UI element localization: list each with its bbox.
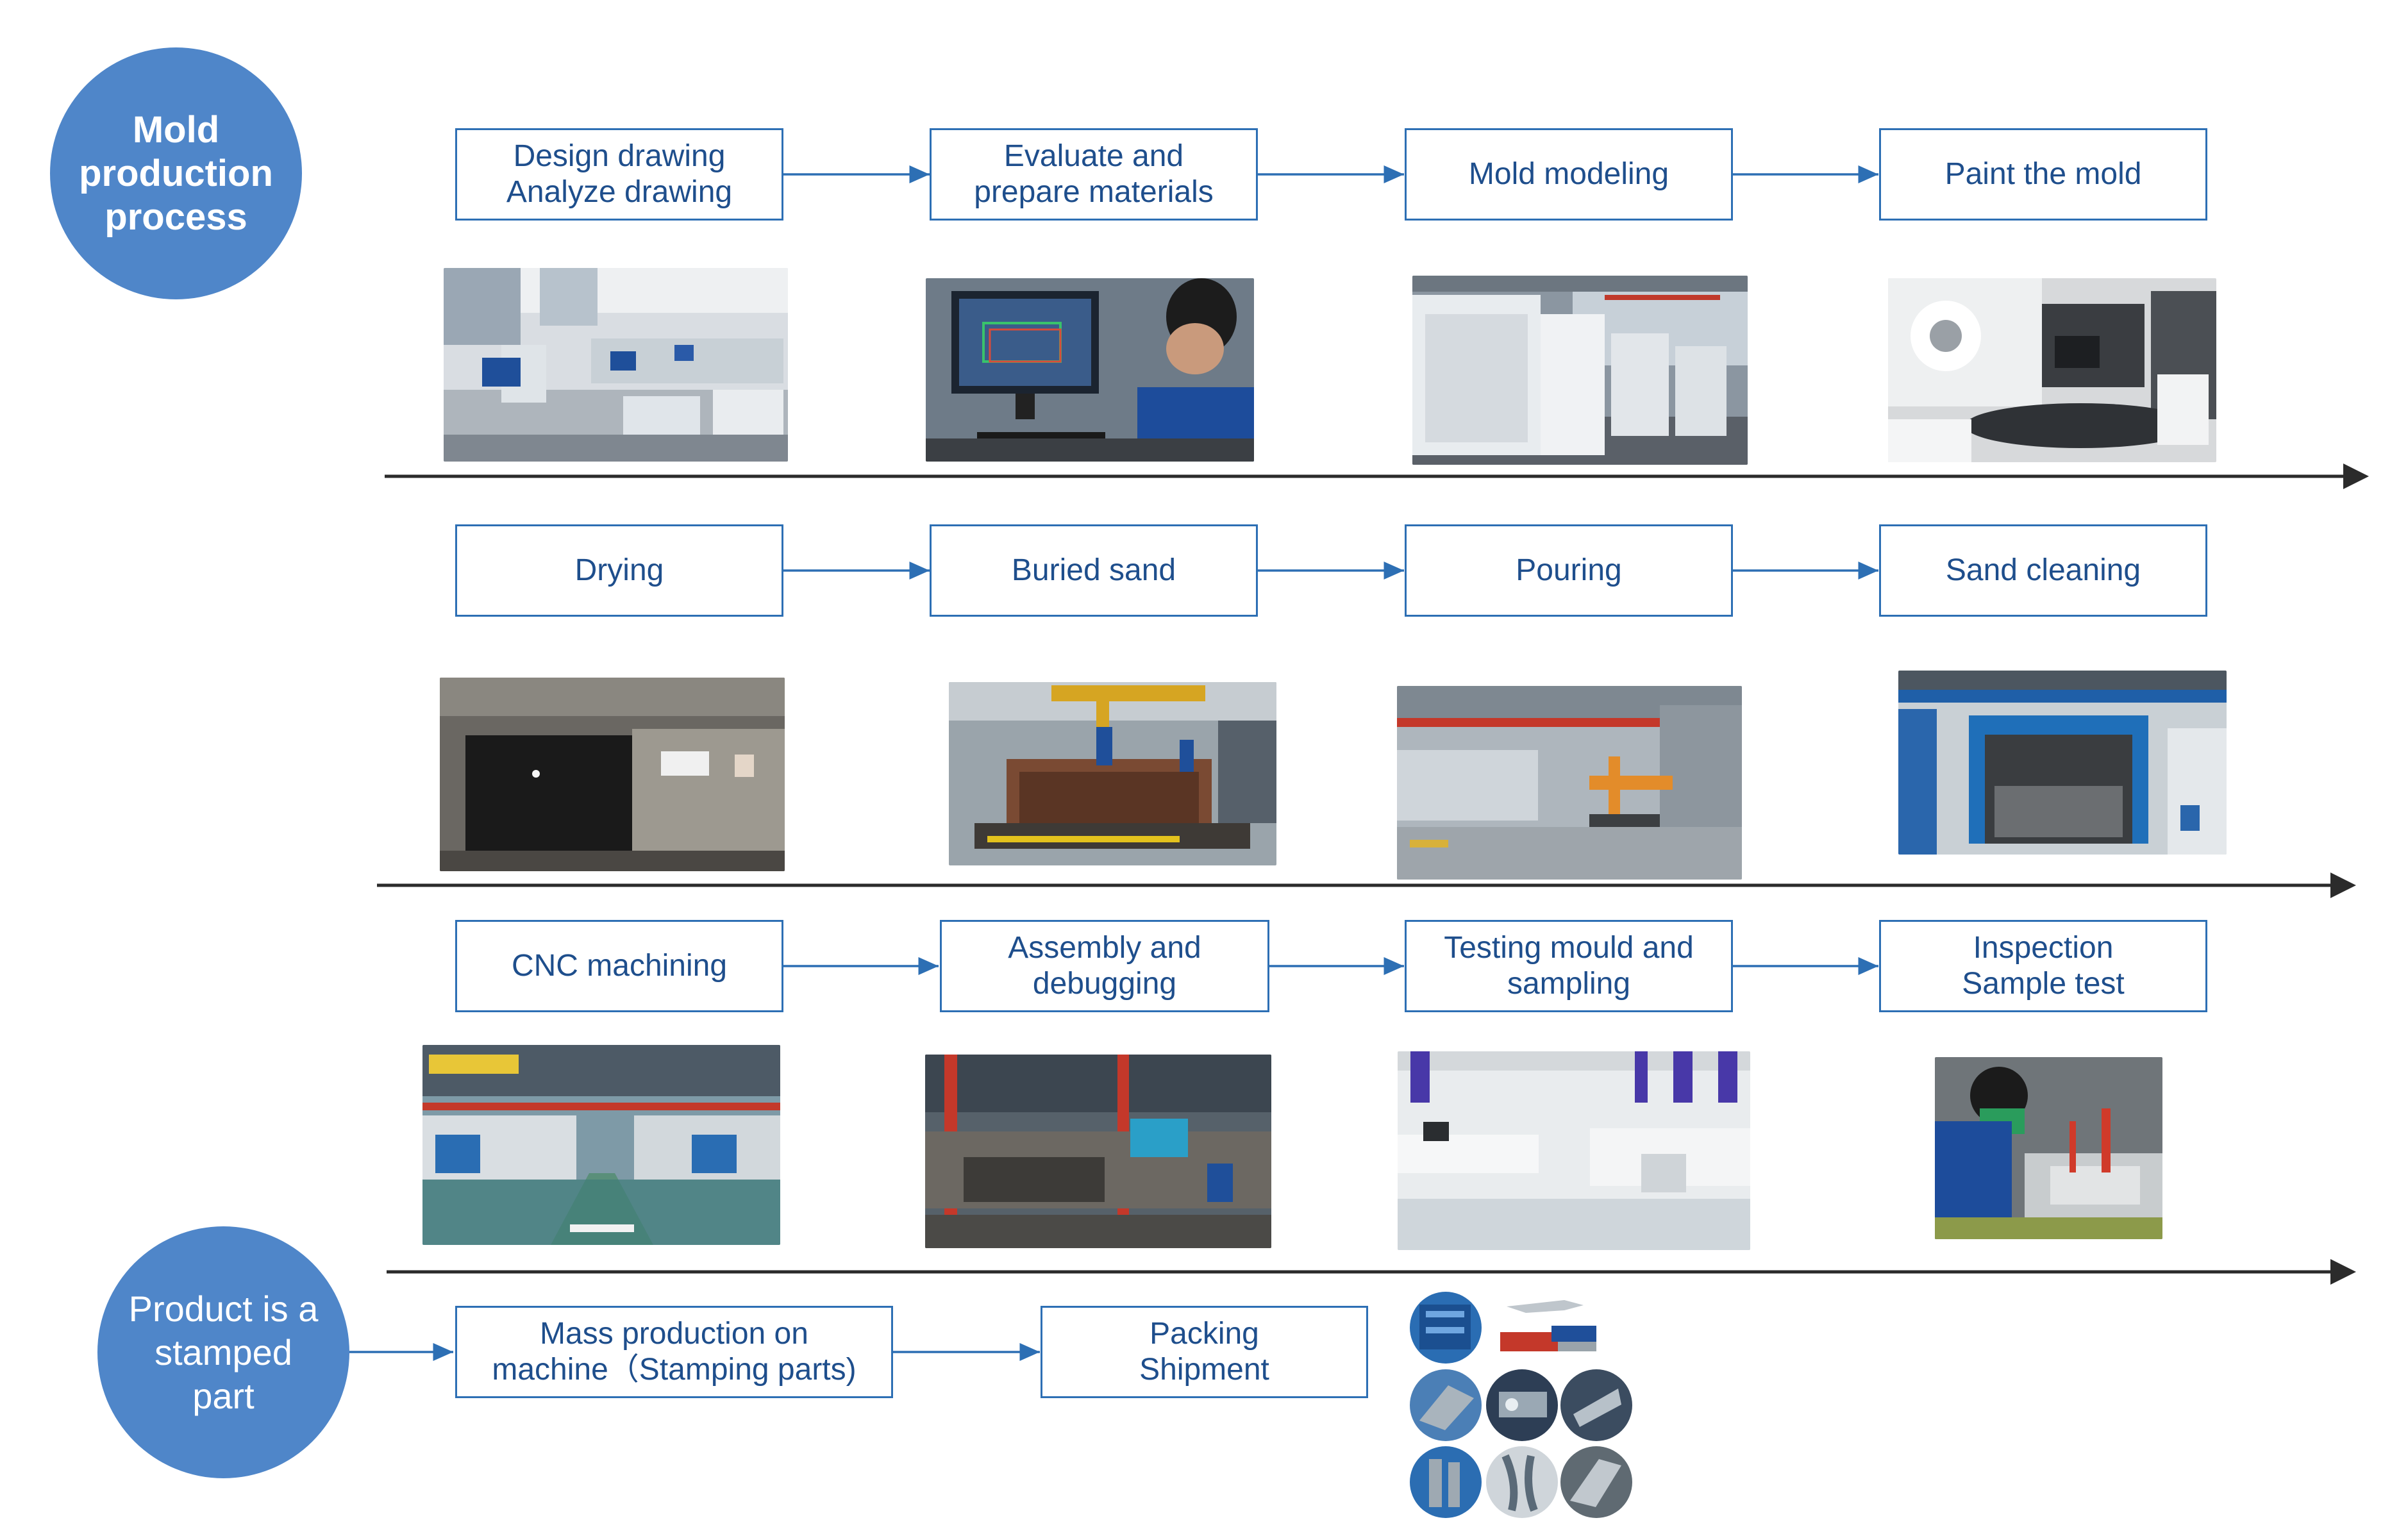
step-box: Drying: [455, 524, 783, 617]
step-label: Inspection Sample test: [1962, 931, 2125, 1001]
thumb-stamped-part-5: [1486, 1446, 1558, 1518]
step-box: CNC machining: [455, 920, 783, 1012]
step-label: Mold modeling: [1468, 157, 1669, 191]
thumb-stamped-part-4: [1410, 1446, 1482, 1518]
step-box: Buried sand: [930, 524, 1258, 617]
thumb-stamped-part-1: [1410, 1369, 1482, 1441]
step-label: Drying: [574, 553, 664, 587]
step-label: Paint the mold: [1944, 157, 2142, 191]
step-label: Evaluate and prepare materials: [974, 139, 1214, 209]
photo-pouring-workshop: [1397, 686, 1742, 880]
photo-testing-lab: [1398, 1051, 1750, 1250]
thumb-stamped-part-2: [1486, 1369, 1558, 1441]
step-label: Design drawing Analyze drawing: [506, 139, 733, 209]
step-label: Packing Shipment: [1139, 1317, 1269, 1387]
thumb-stamped-part-3: [1560, 1369, 1632, 1441]
step-box: Mass production on machine（Stamping part…: [455, 1306, 893, 1398]
photo-assembly-floor: [925, 1055, 1271, 1248]
end-node-label: Product is a stamped part: [128, 1288, 319, 1416]
thumb-stamped-part-6: [1560, 1446, 1632, 1518]
photo-cnc-workshop: [422, 1045, 780, 1245]
step-box: Assembly and debugging: [940, 920, 1269, 1012]
step-box: Sand cleaning: [1879, 524, 2207, 617]
end-node: Product is a stamped part: [97, 1226, 349, 1478]
photo-painted-foam-mold: [1888, 278, 2216, 462]
photo-drying-room: [440, 678, 785, 871]
step-box: Paint the mold: [1879, 128, 2207, 221]
step-label: Pouring: [1516, 553, 1622, 587]
thumb-packed-crates: [1410, 1292, 1482, 1364]
photo-office-workstations: [444, 268, 788, 462]
step-box: Mold modeling: [1405, 128, 1733, 221]
step-label: Mass production on machine（Stamping part…: [492, 1317, 857, 1387]
step-box: Evaluate and prepare materials: [930, 128, 1258, 221]
step-label: Buried sand: [1011, 553, 1176, 587]
step-label: CNC machining: [511, 949, 728, 983]
step-label: Sand cleaning: [1945, 553, 2141, 587]
photo-engineer-at-cad-monitor: [926, 278, 1254, 462]
step-box: Testing mould and sampling: [1405, 920, 1733, 1012]
photo-sand-cleaning-chamber: [1898, 671, 2227, 855]
step-box: Inspection Sample test: [1879, 920, 2207, 1012]
step-box: Packing Shipment: [1041, 1306, 1368, 1398]
start-node: Mold production process: [50, 47, 302, 299]
start-node-label: Mold production process: [79, 108, 273, 238]
photo-foam-mold-models: [1412, 276, 1748, 465]
step-box: Pouring: [1405, 524, 1733, 617]
thumb-cargo-plane-truck-ship: [1487, 1287, 1603, 1364]
photo-inspector-with-fixture: [1935, 1057, 2162, 1239]
photo-sand-burying-frame: [949, 682, 1276, 865]
step-label: Testing mould and sampling: [1444, 931, 1694, 1001]
step-label: Assembly and debugging: [1008, 931, 1201, 1001]
step-box: Design drawing Analyze drawing: [455, 128, 783, 221]
